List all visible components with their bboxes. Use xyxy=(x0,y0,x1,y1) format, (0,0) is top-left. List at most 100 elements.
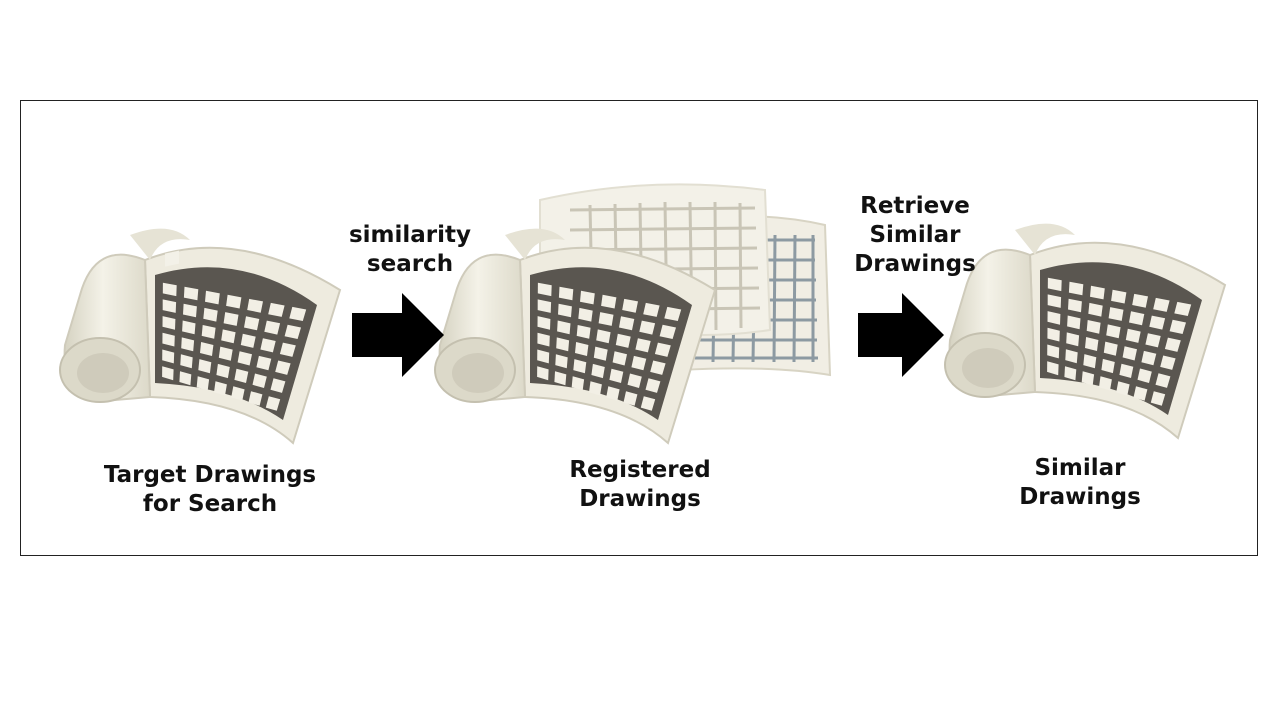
grid-cell xyxy=(1086,320,1101,334)
grid-cell xyxy=(180,354,193,369)
grid-cell xyxy=(289,306,307,321)
grid-cell xyxy=(183,303,197,318)
grid-cell xyxy=(1047,361,1059,376)
grid-cell xyxy=(256,355,272,371)
grid-cell xyxy=(1150,391,1166,406)
node-label-registered-drawings: Registered Drawings xyxy=(569,457,711,512)
grid-cell xyxy=(216,363,230,379)
grid-cell xyxy=(596,329,611,344)
grid-cell xyxy=(537,332,550,347)
grid-cell xyxy=(612,351,627,366)
grid-cell xyxy=(571,376,585,391)
grid-cell xyxy=(179,371,192,386)
grid-cell xyxy=(248,391,263,406)
grid-cell xyxy=(664,306,682,321)
grid-cell xyxy=(557,320,571,335)
grid-cell xyxy=(537,316,551,330)
arrow-right-icon-2 xyxy=(858,293,944,377)
grid-cell xyxy=(279,342,296,357)
grid-cell xyxy=(203,307,218,322)
grid-cell xyxy=(555,354,568,369)
grid-cell xyxy=(1106,324,1121,339)
grid-cell xyxy=(162,332,175,347)
grid-cell xyxy=(260,338,276,353)
grid-cell xyxy=(537,299,552,313)
grid-cell xyxy=(200,342,214,356)
grid-cell xyxy=(205,290,220,305)
node-label-similar-drawings: Similar Drawings xyxy=(1019,455,1141,510)
grid-cell xyxy=(1103,341,1118,356)
grid-cell xyxy=(1122,346,1137,361)
grid-cell xyxy=(181,337,195,352)
grid-cell xyxy=(1108,307,1124,321)
grid-cell xyxy=(615,333,631,348)
arrow-right-icon-1 xyxy=(352,293,444,377)
grid-cell xyxy=(1111,289,1127,304)
grid-cell xyxy=(244,316,260,331)
grid-cell xyxy=(623,391,638,406)
grid-cell xyxy=(1047,327,1060,342)
grid-cell xyxy=(575,342,589,356)
grid-cell xyxy=(1149,315,1166,330)
grid-cell xyxy=(1153,297,1170,312)
grid-cell xyxy=(580,290,595,305)
grid-cell xyxy=(1068,298,1082,313)
grid-cell xyxy=(196,376,210,391)
grid-cell xyxy=(640,396,656,411)
grid-cell xyxy=(226,294,242,309)
grid-cell xyxy=(619,316,635,331)
grid-cell xyxy=(1067,315,1081,330)
grid-cell xyxy=(221,329,236,344)
grid-cell xyxy=(1047,277,1062,292)
grid-cell xyxy=(270,378,286,393)
grid-cell xyxy=(183,286,199,301)
grid-cell xyxy=(659,324,676,339)
grid-cell xyxy=(1141,350,1157,366)
grid-cell xyxy=(1068,281,1084,296)
grid-cell xyxy=(1066,332,1080,347)
grid-cell xyxy=(247,298,263,313)
grid-cell xyxy=(162,366,174,381)
grid-cell xyxy=(601,294,617,309)
grid-cell xyxy=(645,378,661,393)
grid-cell xyxy=(1137,368,1152,383)
grid-cell xyxy=(264,320,281,335)
grid-cell xyxy=(650,360,666,375)
grid-cell xyxy=(639,320,656,335)
grid-cell xyxy=(573,359,587,374)
grid-cell xyxy=(537,282,552,297)
grid-cell xyxy=(598,312,614,326)
grid-cell xyxy=(1065,349,1078,364)
grid-cell xyxy=(556,337,570,352)
grid-cell xyxy=(1090,285,1105,300)
grid-cell xyxy=(537,366,549,381)
grid-cell xyxy=(578,307,593,322)
grid-cell xyxy=(558,303,572,318)
grid-cell xyxy=(214,381,227,396)
grid-cell xyxy=(606,386,620,401)
grid-cell xyxy=(1081,371,1095,386)
grid-cell xyxy=(198,359,212,374)
grid-cell xyxy=(275,360,291,375)
grid-cell xyxy=(1132,293,1148,308)
grid-cell xyxy=(162,349,175,364)
grid-cell xyxy=(284,324,301,339)
registered-drawings-scroll-icon xyxy=(434,228,717,445)
edge-label-retrieve-similar: Retrieve Similar Drawings xyxy=(854,193,976,277)
grid-cell xyxy=(1047,344,1060,359)
grid-cell xyxy=(1160,355,1176,370)
grid-cell xyxy=(237,351,252,366)
grid-cell xyxy=(1088,302,1103,317)
grid-cell xyxy=(591,363,605,379)
grid-cell xyxy=(162,282,177,297)
grid-cell xyxy=(627,373,642,388)
grid-cell xyxy=(609,368,624,383)
grid-cell xyxy=(1133,386,1148,401)
grid-cell xyxy=(1129,311,1145,326)
grid-cell xyxy=(268,302,285,317)
grid-cell xyxy=(252,373,267,388)
grid-cell xyxy=(593,346,608,361)
grid-cell xyxy=(201,325,216,339)
grid-cell xyxy=(1119,363,1134,378)
grid-cell xyxy=(1083,354,1097,369)
